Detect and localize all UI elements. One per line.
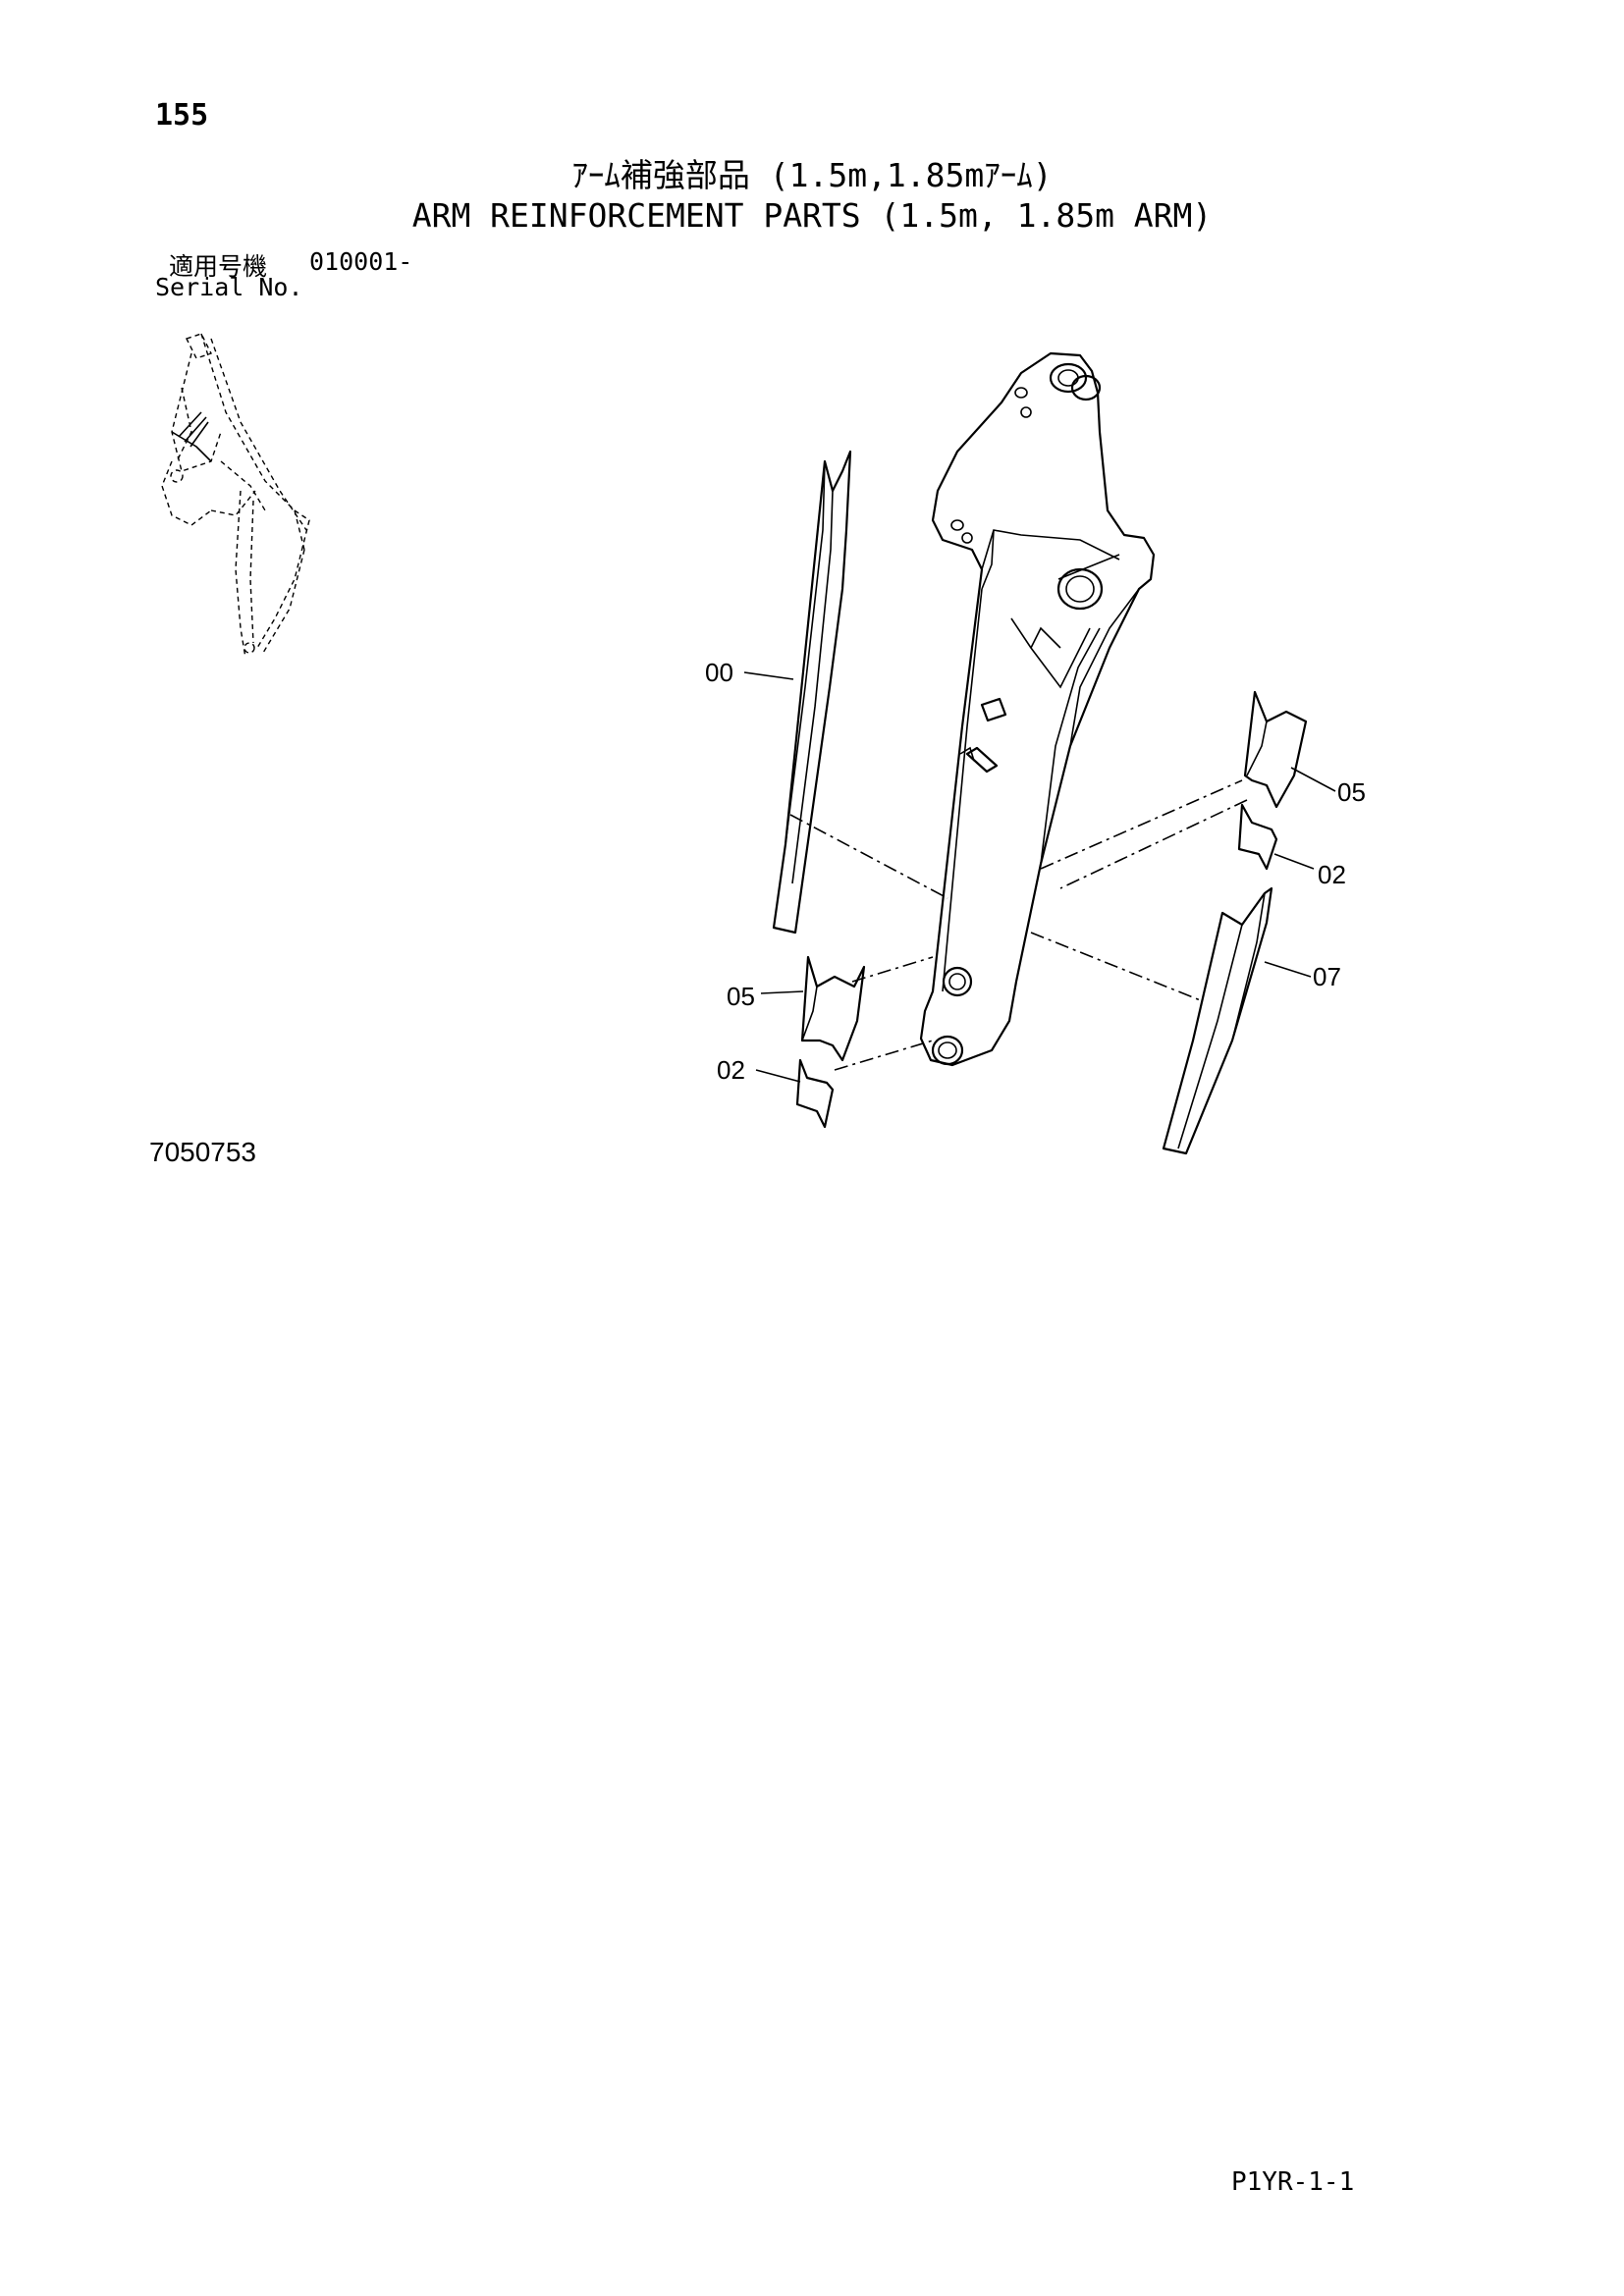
callout-02-right: 02: [1318, 860, 1346, 889]
excavator-locator-icon: [161, 333, 310, 659]
page-title-japanese: ｱｰﾑ補強部品 (1.5m,1.85mｱｰﾑ): [571, 156, 1053, 194]
serial-label-japanese: 適用号機: [169, 252, 268, 281]
reinforcement-plate-05-left: [800, 955, 866, 1062]
callout-07: 07: [1313, 962, 1341, 991]
reinforcement-strip-00: [772, 450, 852, 934]
serial-value: 010001-: [309, 247, 413, 276]
page-number: 155: [155, 98, 209, 133]
drawing-number: 7050753: [149, 1137, 257, 1167]
callout-leaders: [743, 671, 1336, 1083]
reinforcement-plate-02-right: [1237, 803, 1278, 871]
reinforcement-plate-02-left: [795, 1058, 835, 1129]
callout-05-right: 05: [1337, 777, 1366, 807]
reinforcement-plate-05-right: [1243, 690, 1308, 809]
arm-body: [919, 351, 1156, 1067]
callout-00: 00: [705, 658, 733, 687]
callout-02-left: 02: [717, 1055, 745, 1085]
assembly-lines: [789, 779, 1248, 1071]
callout-05-left: 05: [727, 982, 755, 1011]
page-code: P1YR-1-1: [1231, 2167, 1355, 2197]
page-title-english: ARM REINFORCEMENT PARTS (1.5m, 1.85m ARM…: [411, 196, 1213, 235]
reinforcement-strip-07: [1162, 886, 1273, 1155]
serial-label-english: Serial No.: [155, 273, 303, 301]
